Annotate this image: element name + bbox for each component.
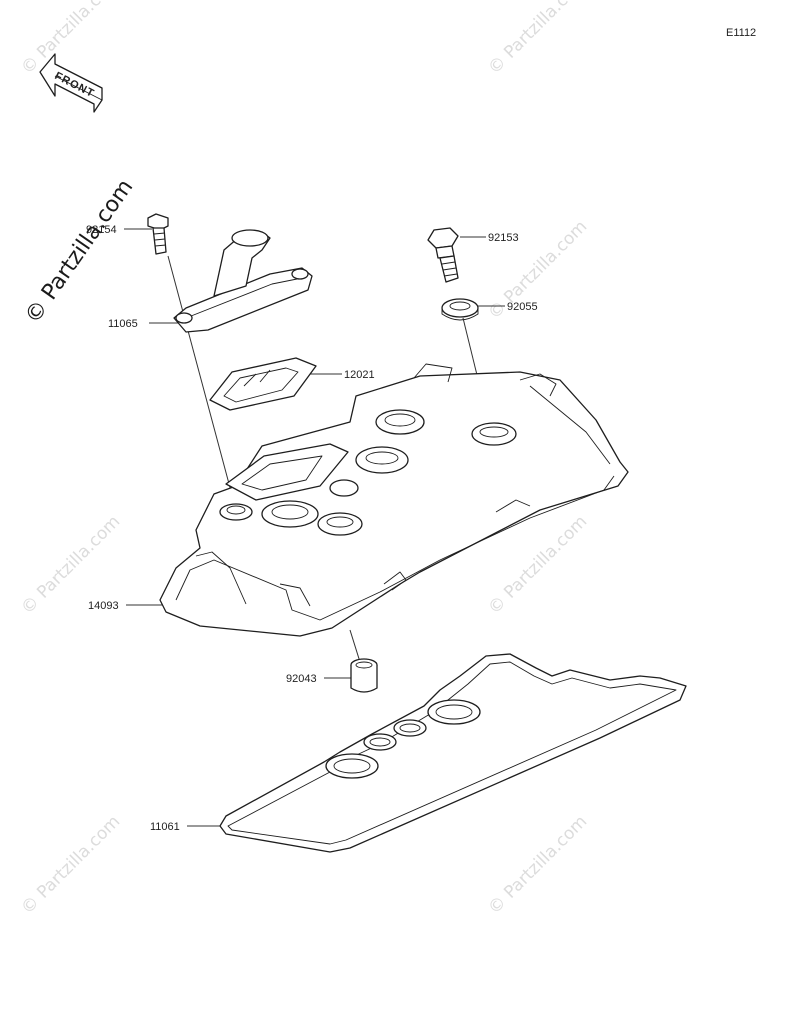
part-label-11065[interactable]: 11065 xyxy=(108,318,138,330)
breather-cover-11065 xyxy=(173,229,313,333)
part-labels: 92154 11065 12021 92153 92055 14093 9204… xyxy=(86,224,538,833)
watermark: © Partzilla.com xyxy=(17,0,124,79)
watermark: © Partzilla.com xyxy=(17,812,124,919)
part-label-92154[interactable]: 92154 xyxy=(86,224,117,236)
part-label-14093[interactable]: 14093 xyxy=(88,600,119,612)
bolt-92154 xyxy=(147,213,169,255)
bolt-92153 xyxy=(427,227,459,283)
part-label-11061[interactable]: 11061 xyxy=(150,821,180,833)
o-ring-92055 xyxy=(441,298,479,321)
part-label-92153[interactable]: 92153 xyxy=(488,232,519,244)
part-label-12021[interactable]: 12021 xyxy=(344,369,375,381)
watermark: © Partzilla.com xyxy=(484,0,591,79)
leader-lines xyxy=(124,228,505,827)
pin-92043 xyxy=(350,658,378,693)
cylinder-head-cover-14093 xyxy=(159,363,629,637)
head-cover-gasket-11061 xyxy=(219,653,687,853)
watermark: © Partzilla.com xyxy=(484,812,591,919)
front-arrow-icon: FRONT xyxy=(39,53,103,113)
part-label-92043[interactable]: 92043 xyxy=(286,673,317,685)
diagram-code: E1112 xyxy=(726,27,756,39)
watermark-main: © Partzilla.com xyxy=(20,175,138,328)
gasket-12021 xyxy=(209,357,317,411)
part-label-92055[interactable]: 92055 xyxy=(507,301,538,313)
